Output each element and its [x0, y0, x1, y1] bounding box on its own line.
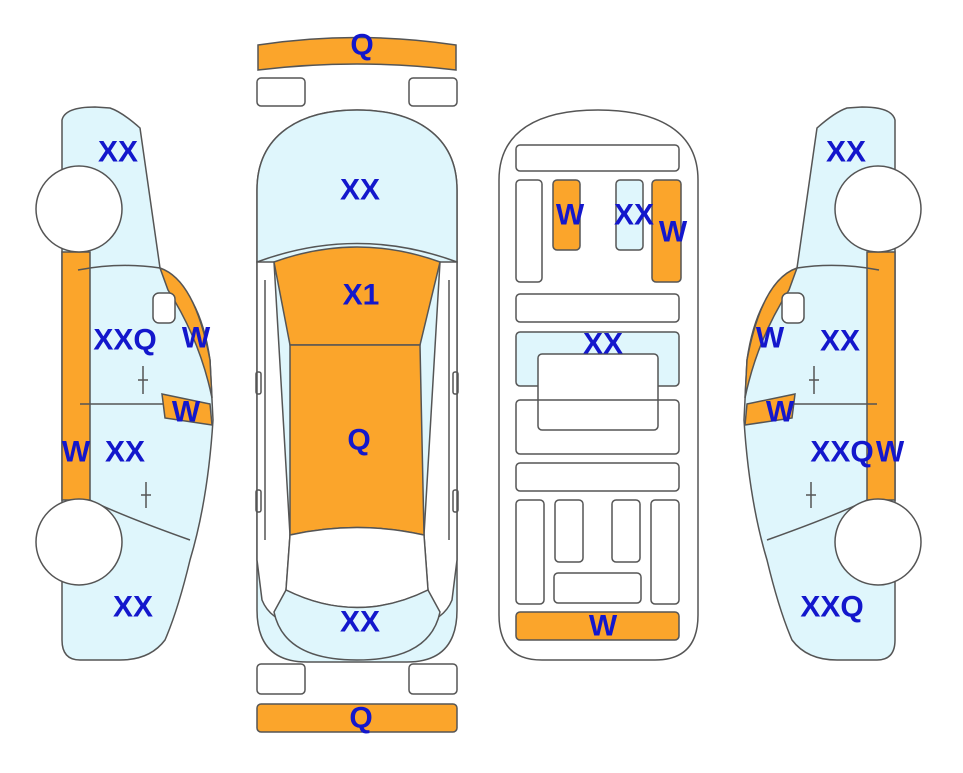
floor-exhaust: [553, 572, 642, 604]
rear-window: [285, 526, 429, 609]
front-bumper-code: Q: [350, 29, 373, 62]
floor-right-strip-code: W: [659, 216, 688, 249]
right-b-pillar-code: W: [766, 396, 795, 429]
floor-tank: [537, 353, 659, 431]
floor-left-rail: [515, 179, 543, 283]
floor-cross-bar: [515, 293, 680, 323]
left-rear-wheel: [35, 498, 123, 586]
right-handle: [452, 371, 459, 395]
right-a-pillar-part[interactable]: [744, 266, 799, 399]
floor-rail-3: [611, 499, 641, 563]
left-a-pillar-code: W: [182, 322, 211, 355]
right-rear-door-code: XXQ: [810, 436, 873, 469]
windshield-part[interactable]: [273, 246, 441, 346]
front-bumper-part[interactable]: [257, 36, 457, 71]
left-front-fender-code: XX: [98, 136, 138, 169]
left-rear-quarter-code: XX: [113, 591, 153, 624]
floor-rail-1: [515, 499, 545, 605]
floor-rail-4: [650, 499, 680, 605]
floor-left-strip-code: W: [556, 199, 585, 232]
left-handle-rear: [255, 489, 262, 513]
hood-code: XX: [340, 174, 380, 207]
left-b-pillar-code: W: [172, 396, 201, 429]
rear-right-light: [408, 663, 458, 695]
front-right-light: [408, 77, 458, 107]
right-front-wheel: [834, 165, 922, 253]
right-front-fender-code: XX: [826, 136, 866, 169]
left-front-door-code: XXQ: [93, 324, 156, 357]
floor-middle-panel-code: XX: [583, 328, 623, 361]
floor-view: W XX W XX W: [498, 109, 699, 661]
right-mirror: [781, 292, 805, 324]
floor-rear-cross: [515, 462, 680, 492]
right-rear-quarter-code: XXQ: [800, 591, 863, 624]
right-b-pillar-part[interactable]: [744, 393, 796, 426]
floor-center-strip-part[interactable]: [615, 179, 644, 251]
left-b-pillar-part[interactable]: [161, 393, 213, 426]
left-handle: [255, 371, 262, 395]
floor-front-bar: [515, 144, 680, 172]
rear-bumper-part[interactable]: [256, 703, 458, 733]
floor-left-strip-part[interactable]: [552, 179, 581, 251]
hood-part[interactable]: [256, 109, 458, 264]
right-side-view: XX W XX W XXQ W XXQ: [743, 106, 922, 661]
right-front-door-code: XX: [820, 325, 860, 358]
right-rocker-part[interactable]: [866, 251, 896, 501]
left-a-pillar-part[interactable]: [158, 266, 213, 399]
front-left-light: [256, 77, 306, 107]
trunk-lid-code: XX: [340, 606, 380, 639]
left-mirror: [152, 292, 176, 324]
floor-lower-frame: [515, 399, 680, 455]
windshield-code: X1: [343, 279, 380, 312]
floor-center-strip-code: XX: [614, 199, 654, 232]
rear-left-light: [256, 663, 306, 695]
right-a-pillar-code: W: [756, 322, 785, 355]
floor-rear-bar-part[interactable]: [515, 611, 680, 641]
rear-bumper-code: Q: [349, 702, 372, 735]
left-door-handle-rear: [141, 482, 151, 508]
right-rear-wheel: [834, 498, 922, 586]
right-rocker-code: W: [876, 436, 905, 469]
left-door-handle-front: [138, 366, 148, 394]
floor-right-strip-part[interactable]: [651, 179, 682, 283]
right-door-handle-rear: [806, 482, 816, 508]
right-handle-rear: [452, 489, 459, 513]
roof-code: Q: [347, 424, 370, 457]
floor-rail-2: [554, 499, 584, 563]
trunk-lid-part[interactable]: [273, 589, 441, 661]
left-rocker-code: W: [62, 436, 91, 469]
left-rear-door-code: XX: [105, 436, 145, 469]
right-door-handle-front: [809, 366, 819, 394]
floor-rear-bar-code: W: [589, 610, 618, 643]
left-side-view: XX XXQ W W W XX XX: [35, 106, 214, 661]
left-front-wheel: [35, 165, 123, 253]
top-view: Q XX X1 Q XX Q: [255, 29, 459, 735]
